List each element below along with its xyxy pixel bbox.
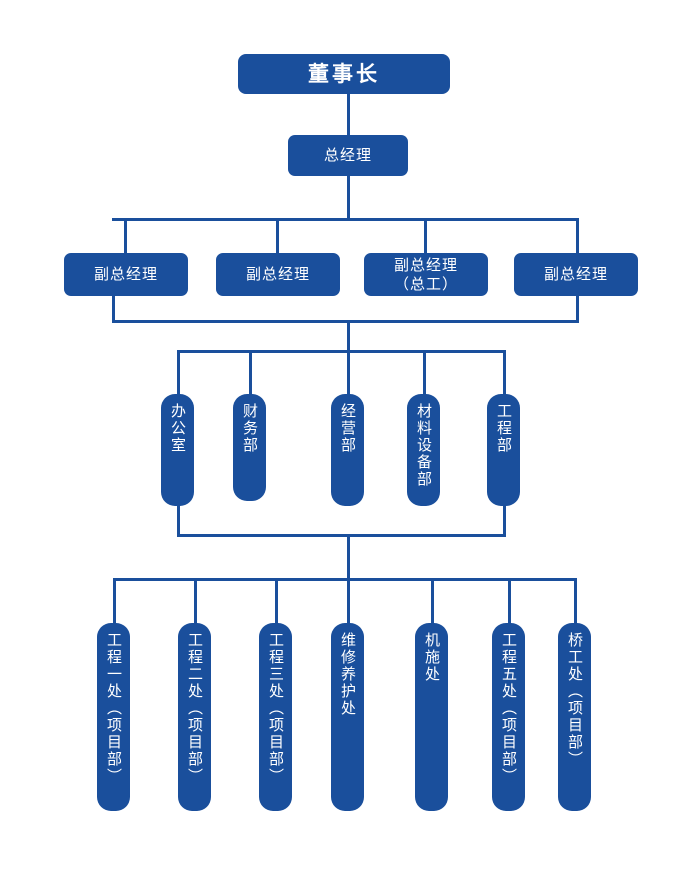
node-department-engineering-label: 工程部 bbox=[495, 403, 513, 454]
node-unit-engineering-5-label: 工程五处（项目部） bbox=[500, 632, 518, 785]
node-chairman[interactable]: 董事长 bbox=[238, 54, 450, 94]
vp-drop-4 bbox=[576, 218, 579, 254]
dept-riser-left bbox=[177, 505, 180, 537]
vp-riser-left bbox=[112, 295, 115, 323]
node-unit-engineering-5[interactable]: 工程五处（项目部） bbox=[492, 623, 525, 811]
node-unit-bridge-label: 桥工处（项目部） bbox=[566, 632, 584, 768]
node-unit-bridge[interactable]: 桥工处（项目部） bbox=[558, 623, 591, 811]
node-unit-engineering-2-label: 工程二处（项目部） bbox=[186, 632, 204, 785]
unit-drop-7 bbox=[574, 578, 577, 624]
node-unit-machinery-label: 机施处 bbox=[423, 632, 441, 683]
unit-drop-1 bbox=[113, 578, 116, 624]
vp-drop-1 bbox=[124, 218, 127, 254]
dept-drop-4 bbox=[423, 350, 426, 395]
dept-drop-1 bbox=[177, 350, 180, 395]
dept-bus bbox=[177, 350, 506, 353]
unit-drop-6 bbox=[508, 578, 511, 624]
node-deputy-manager-chief-engineer[interactable]: 副总经理 （总工） bbox=[364, 253, 488, 296]
node-deputy-manager-2[interactable]: 副总经理 bbox=[216, 253, 340, 296]
connector-dept-to-units-bus bbox=[347, 534, 350, 579]
connector-vp-to-dept-bus bbox=[347, 320, 350, 353]
node-unit-engineering-3-label: 工程三处（项目部） bbox=[267, 632, 285, 785]
node-department-engineering[interactable]: 工程部 bbox=[487, 394, 520, 506]
node-unit-engineering-1[interactable]: 工程一处（项目部） bbox=[97, 623, 130, 811]
node-department-materials-equipment[interactable]: 材料设备部 bbox=[407, 394, 440, 506]
node-unit-engineering-2[interactable]: 工程二处（项目部） bbox=[178, 623, 211, 811]
node-unit-machinery[interactable]: 机施处 bbox=[415, 623, 448, 811]
node-department-operations-label: 经营部 bbox=[339, 403, 357, 454]
unit-drop-2 bbox=[194, 578, 197, 624]
vp-drop-3 bbox=[424, 218, 427, 254]
node-department-materials-equipment-label: 材料设备部 bbox=[415, 403, 433, 488]
dept-drop-3 bbox=[347, 350, 350, 395]
node-unit-engineering-1-label: 工程一处（项目部） bbox=[105, 632, 123, 785]
node-deputy-manager-1[interactable]: 副总经理 bbox=[64, 253, 188, 296]
node-unit-maintenance-label: 维修养护处 bbox=[339, 632, 357, 717]
units-bus bbox=[113, 578, 576, 581]
node-department-operations[interactable]: 经营部 bbox=[331, 394, 364, 506]
unit-drop-3 bbox=[275, 578, 278, 624]
dept-drop-5 bbox=[503, 350, 506, 395]
vp-bus-top bbox=[112, 218, 579, 221]
node-department-finance[interactable]: 财务部 bbox=[233, 394, 266, 501]
unit-drop-5 bbox=[431, 578, 434, 624]
vp-drop-2 bbox=[276, 218, 279, 254]
dept-drop-2 bbox=[249, 350, 252, 395]
node-department-office-label: 办公室 bbox=[169, 403, 187, 454]
connector-chairman-to-gm bbox=[347, 93, 350, 135]
node-general-manager[interactable]: 总经理 bbox=[288, 135, 408, 176]
node-unit-engineering-3[interactable]: 工程三处（项目部） bbox=[259, 623, 292, 811]
vp-riser-right bbox=[576, 295, 579, 323]
node-deputy-manager-4[interactable]: 副总经理 bbox=[514, 253, 638, 296]
connector-gm-to-vp-bus bbox=[347, 175, 350, 219]
unit-drop-4 bbox=[347, 578, 350, 624]
node-department-finance-label: 财务部 bbox=[241, 403, 259, 454]
node-unit-maintenance[interactable]: 维修养护处 bbox=[331, 623, 364, 811]
dept-bus-bottom bbox=[177, 534, 506, 537]
dept-riser-right bbox=[503, 505, 506, 537]
node-department-office[interactable]: 办公室 bbox=[161, 394, 194, 506]
vp-bus-bottom bbox=[112, 320, 579, 323]
